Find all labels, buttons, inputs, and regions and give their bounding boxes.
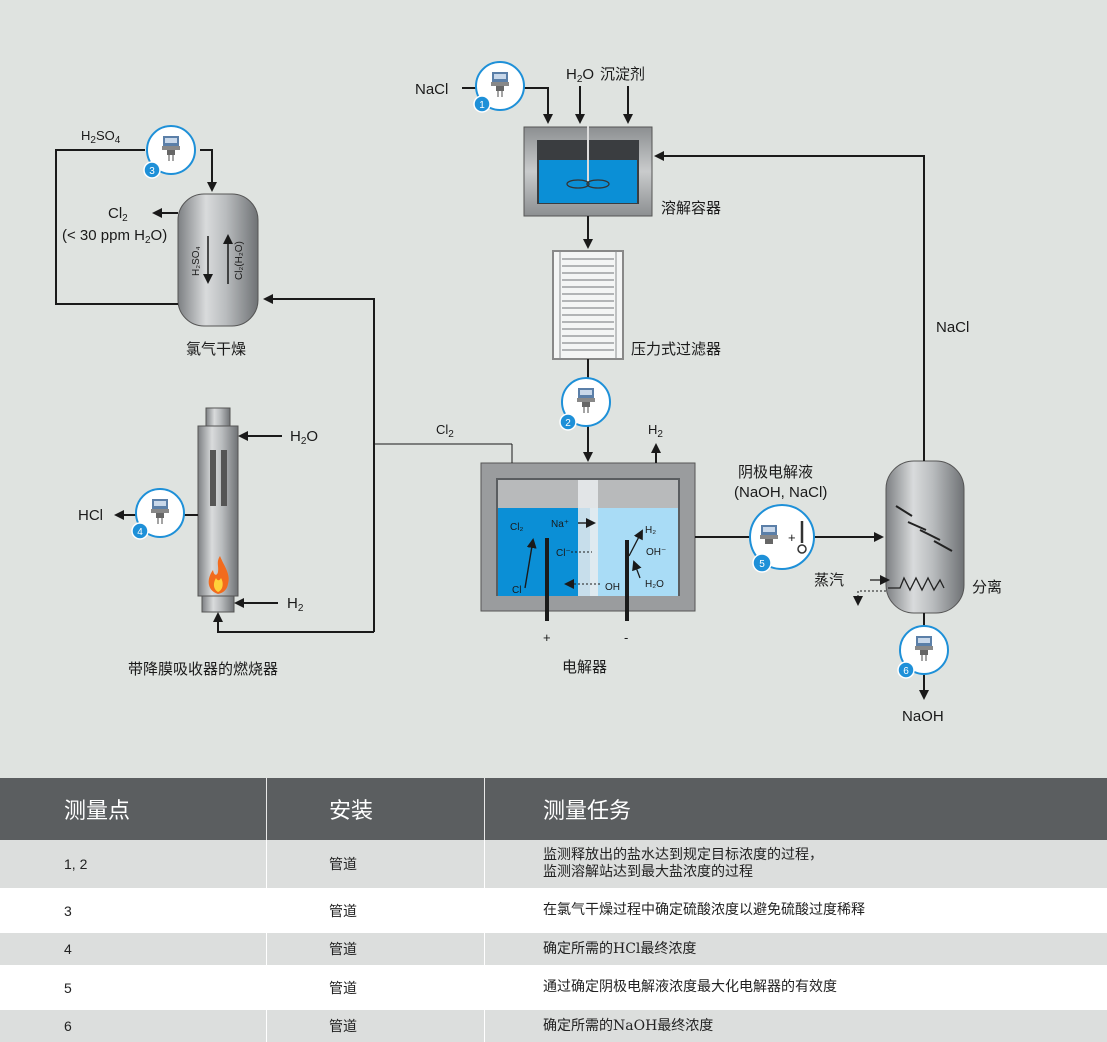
naoh-label: NaOH bbox=[902, 708, 944, 725]
tower-h2so4-label: H₂SO₄ bbox=[191, 246, 202, 276]
cathode-minus-label: - bbox=[624, 630, 628, 645]
electrolyzer-cell bbox=[480, 462, 696, 621]
cell-oh-label: OH bbox=[605, 582, 620, 593]
row-point: 1, 2 bbox=[0, 840, 267, 888]
sensor-point-2[interactable]: 2 bbox=[559, 377, 611, 431]
cl2-ppm-label: (< 30 ppm H2O) bbox=[62, 227, 167, 246]
steam-label: 蒸汽 bbox=[814, 572, 844, 589]
row-point: 5 bbox=[0, 965, 267, 1010]
nacl-inlet-label: NaCl bbox=[415, 81, 448, 98]
cell-h2o-label: H₂O bbox=[645, 579, 664, 590]
table-header: 测量点 安装 测量任务 bbox=[0, 778, 1107, 840]
badge-6: 6 bbox=[903, 666, 909, 677]
separator-label: 分离 bbox=[972, 579, 1002, 596]
flame-icon bbox=[208, 556, 229, 594]
badge-5: 5 bbox=[759, 559, 765, 570]
catholyte-composition-label: (NaOH, NaCl) bbox=[734, 484, 827, 501]
burner-label: 带降膜吸收器的燃烧器 bbox=[128, 660, 278, 678]
header-point: 测量点 bbox=[0, 778, 267, 840]
burner-h2-label: H2 bbox=[287, 595, 304, 614]
drying-tower bbox=[177, 193, 259, 327]
row-install: 管道 bbox=[267, 933, 485, 965]
drying-label: 氯气干燥 bbox=[186, 341, 246, 358]
row-task: 确定所需的NaOH最终浓度 bbox=[543, 1017, 714, 1034]
header-task: 测量任务 bbox=[543, 799, 632, 824]
cell-cl-label: Cl bbox=[512, 585, 521, 596]
badge-2: 2 bbox=[565, 418, 571, 429]
row-task-line-2: 监测溶解站达到最大盐浓度的过程 bbox=[543, 864, 753, 880]
cell-h2-inner-label: H₂ bbox=[645, 525, 656, 536]
process-diagram: NaCl H2O 沉淀剂 溶解容器 压力式过滤器 Cl2 H2 Cl₂ Na⁺ … bbox=[0, 0, 1107, 778]
catholyte-label: 阴极电解液 bbox=[738, 464, 813, 481]
hcl-label: HCl bbox=[78, 507, 103, 524]
table-row: 4 管道 确定所需的HCl最终浓度 bbox=[0, 933, 1107, 965]
table-row: 5 管道 通过确定阴极电解液浓度最大化电解器的有效度 bbox=[0, 965, 1107, 1010]
table-row: 6 管道 确定所需的NaOH最终浓度 bbox=[0, 1010, 1107, 1042]
badge-1: 1 bbox=[479, 100, 485, 111]
row-install: 管道 bbox=[267, 888, 485, 933]
row-task: 在氯气干燥过程中确定硫酸浓度以避免硫酸过度稀释 bbox=[543, 902, 865, 918]
nacl-return-label: NaCl bbox=[936, 319, 969, 336]
row-task: 监测释放出的盐水达到规定目标浓度的过程， 监测溶解站达到最大盐浓度的过程 bbox=[485, 840, 1107, 888]
header-install: 安装 bbox=[267, 778, 485, 840]
burner-column bbox=[197, 407, 239, 613]
h2so4-label: H2SO4 bbox=[81, 128, 121, 146]
row-point: 6 bbox=[0, 1010, 267, 1042]
row-install: 管道 bbox=[267, 965, 485, 1010]
badge-3: 3 bbox=[149, 166, 155, 177]
cell-oh-minus-label: OH⁻ bbox=[646, 547, 666, 558]
pressure-filter bbox=[552, 250, 624, 360]
row-install: 管道 bbox=[267, 840, 485, 888]
row-install: 管道 bbox=[267, 1010, 485, 1042]
precipitant-label: 沉淀剂 bbox=[600, 66, 645, 83]
measurement-table: 测量点 安装 测量任务 1, 2 管道 监测释放出的盐水达到规定目标浓度的过程，… bbox=[0, 778, 1107, 1042]
cell-cl-mid-label: Cl⁻ bbox=[556, 548, 571, 559]
electrolyzer-label: 电解器 bbox=[562, 659, 607, 676]
dissolver-vessel bbox=[523, 126, 653, 217]
row-task: 通过确定阴极电解液浓度最大化电解器的有效度 bbox=[543, 979, 837, 995]
cell-na-label: Na⁺ bbox=[551, 519, 569, 530]
table-row: 3 管道 在氯气干燥过程中确定硫酸浓度以避免硫酸过度稀释 bbox=[0, 888, 1107, 933]
badge-4: 4 bbox=[137, 527, 143, 538]
row-point: 3 bbox=[0, 888, 267, 933]
sensor-point-1[interactable]: 1 bbox=[473, 61, 525, 113]
filter-label: 压力式过滤器 bbox=[631, 341, 721, 358]
table-row: 1, 2 管道 监测释放出的盐水达到规定目标浓度的过程， 监测溶解站达到最大盐浓… bbox=[0, 840, 1107, 888]
row-task-line-1: 监测释放出的盐水达到规定目标浓度的过程， bbox=[543, 847, 823, 863]
cell-h2-label: H2 bbox=[648, 422, 663, 440]
h2o-label: H2O bbox=[566, 66, 594, 85]
process-flow-svg: NaCl H2O 沉淀剂 溶解容器 压力式过滤器 Cl2 H2 Cl₂ Na⁺ … bbox=[55, 61, 1002, 725]
cell-cl2-label: Cl₂ bbox=[510, 522, 523, 533]
burner-h2o-label: H2O bbox=[290, 428, 318, 447]
row-task: 确定所需的HCl最终浓度 bbox=[543, 940, 697, 957]
dissolver-label: 溶解容器 bbox=[661, 200, 721, 217]
row-point: 4 bbox=[0, 933, 267, 965]
cl2-out-label: Cl2 bbox=[108, 205, 128, 224]
tower-cl2h2o-label: Cl₂(H₂O) bbox=[234, 241, 245, 280]
cl2-line-label: Cl2 bbox=[436, 422, 454, 440]
sensor-point-5[interactable]: + 5 bbox=[749, 504, 815, 573]
anode-plus-label: + bbox=[543, 630, 551, 645]
sensor-point-4[interactable]: 4 bbox=[131, 488, 185, 540]
separator-vessel bbox=[885, 460, 965, 614]
sensor-point-6[interactable]: 6 bbox=[897, 625, 949, 679]
sensor-plus: + bbox=[788, 530, 796, 545]
sensor-point-3[interactable]: 3 bbox=[143, 125, 196, 179]
